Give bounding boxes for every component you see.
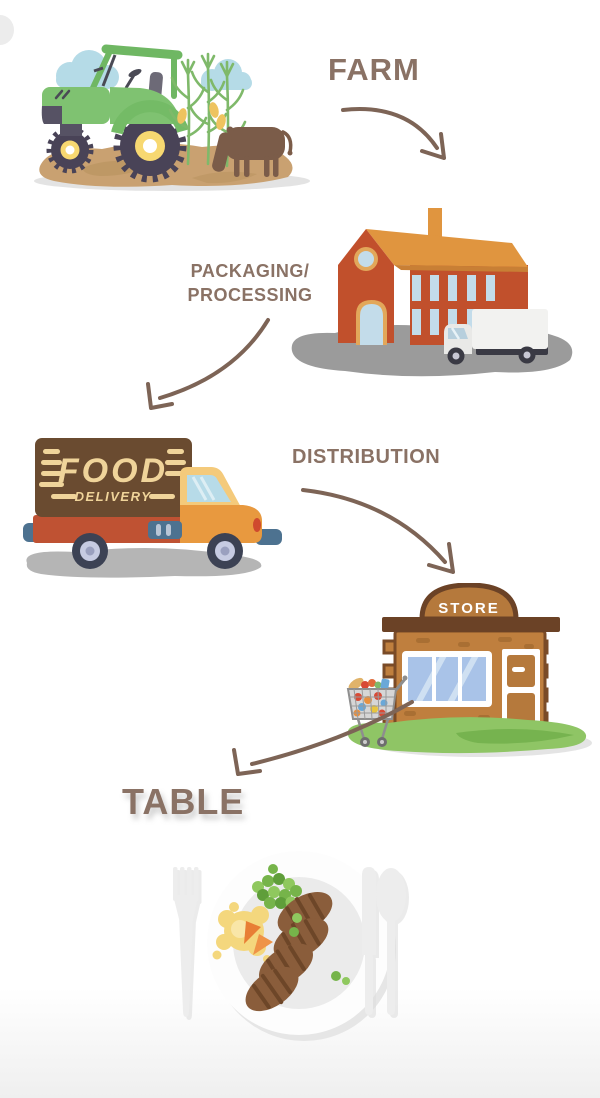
knife-icon [362, 867, 379, 1018]
distribution-label: DISTRIBUTION [292, 446, 441, 468]
arrow-distribution-to-store-icon [301, 488, 455, 574]
store-illustration: STORE [346, 583, 592, 757]
cow-icon [212, 126, 293, 177]
packaging-line1: PACKAGING/ [190, 261, 310, 281]
corn-crop-icon [168, 52, 247, 168]
cloud-edge-fragment [0, 15, 14, 45]
store-window [402, 651, 492, 707]
wheel-icon [72, 533, 108, 569]
farm-illustration [34, 44, 310, 191]
arrow-processing-to-distribution-icon [146, 318, 270, 410]
store-door [502, 649, 540, 731]
packaging-processing-label: PACKAGING/ PROCESSING [158, 259, 342, 307]
steak-icon [245, 891, 333, 1012]
wheel-icon [207, 533, 243, 569]
table-label: TABLE [122, 781, 245, 822]
store-sign-text: STORE [438, 600, 499, 617]
table-setting-illustration [173, 851, 409, 1041]
fork-icon [173, 867, 202, 1020]
carrot-icon [244, 921, 273, 955]
tractor-icon [41, 44, 189, 183]
arrow-store-to-table-icon [232, 700, 414, 776]
factory-illustration [291, 208, 573, 377]
arrow-farm-to-processing-icon [341, 107, 446, 160]
speed-lines [39, 449, 186, 499]
truck-fuel-tank [148, 521, 182, 539]
factory-truck-icon [444, 309, 548, 365]
truck-cab [180, 467, 262, 543]
grass-mound [347, 717, 587, 754]
peas-icon [252, 864, 302, 909]
truck-brand-line1: FOOD [58, 452, 168, 490]
truck-brand-line2: DELIVERY [75, 489, 152, 504]
packaging-line2: PROCESSING [187, 285, 313, 305]
stray-peas-icon [289, 913, 350, 985]
spoon-icon [376, 868, 409, 1018]
farm-label: FARM [328, 52, 420, 87]
food-delivery-truck-illustration: FOOD DELIVERY [23, 438, 282, 578]
